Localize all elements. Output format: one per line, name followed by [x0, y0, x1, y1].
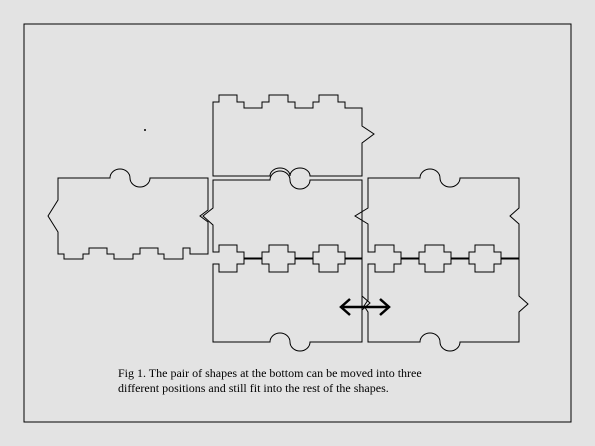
caption-line-1: Fig 1. The pair of shapes at the bottom … — [118, 366, 422, 380]
figure-border — [23, 23, 572, 423]
puzzle-piece-top — [212, 94, 375, 177]
puzzle-piece-bottom-right — [363, 258, 529, 352]
puzzle-piece-right — [354, 168, 520, 259]
puzzle-piece-left — [47, 168, 209, 260]
puzzle-piece-center — [202, 170, 363, 259]
double-arrow-icon — [339, 298, 391, 316]
puzzle-piece-bottom-left — [212, 258, 371, 352]
figure-caption: Fig 1. The pair of shapes at the bottom … — [118, 366, 498, 396]
caption-line-2: different positions and still fit into t… — [118, 381, 389, 395]
stray-dot — [144, 129, 146, 131]
